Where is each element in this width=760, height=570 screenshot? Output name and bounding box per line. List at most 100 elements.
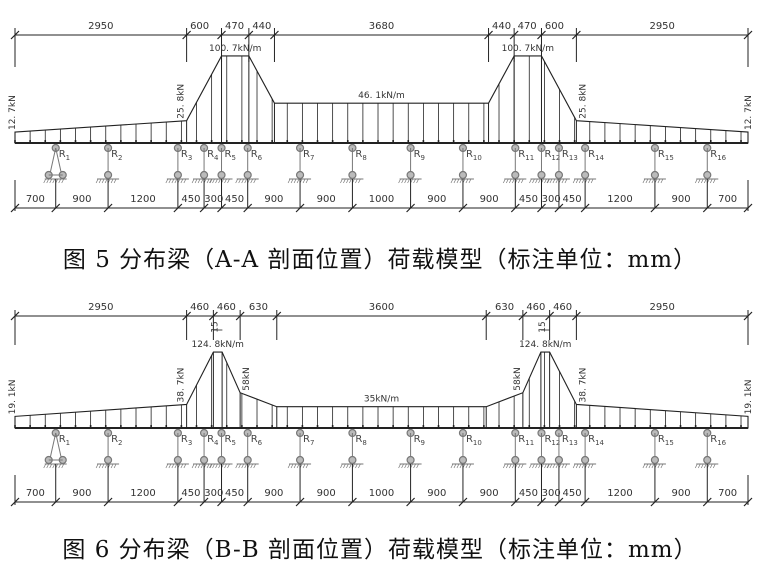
support-bottom-hinge — [511, 170, 520, 180]
ground-hatch — [244, 178, 248, 184]
ground-hatch — [302, 178, 306, 184]
ground-hatch — [648, 178, 652, 184]
support-label: R2 — [111, 149, 122, 162]
ground-hatch — [340, 178, 343, 184]
bottom-dimension-label: 300 — [204, 488, 223, 499]
ground-hatch — [191, 463, 195, 469]
top-dimension-label: 2950 — [649, 302, 674, 313]
bottom-dimension-label: 900 — [672, 488, 691, 499]
ground-hatch — [293, 463, 297, 469]
ground-hatch — [505, 178, 509, 184]
support-label: R2 — [111, 434, 122, 447]
dimension-tick — [580, 497, 590, 507]
ground-hatch — [416, 178, 419, 184]
bottom-dimension-label: 1200 — [130, 194, 155, 205]
dimension-tick — [537, 30, 546, 40]
ground-hatch — [358, 463, 361, 469]
load-value-label: 19. 1kN — [8, 380, 18, 415]
ground-hatch — [165, 178, 169, 184]
support-bottom-hinge — [581, 170, 590, 180]
dimension-tick — [217, 203, 226, 213]
support-bottom-hinge — [173, 170, 182, 180]
dimension-tick — [406, 203, 416, 213]
dimension-tick — [295, 203, 305, 213]
ground-hatch — [104, 178, 108, 184]
bottom-dimension-label: 1000 — [369, 488, 394, 499]
support-bottom-hinge — [537, 170, 546, 180]
ground-hatch — [49, 463, 53, 469]
ground-hatch — [546, 178, 550, 184]
ground-hatch — [555, 463, 559, 469]
support-label: R10 — [466, 149, 482, 162]
ground-hatch — [305, 463, 309, 469]
support-strut — [49, 432, 57, 461]
ground-hatch — [505, 463, 509, 469]
ground-hatch — [552, 463, 556, 469]
ground-hatch — [572, 463, 576, 469]
ground-hatch — [549, 463, 553, 469]
top-dimension-label: 2950 — [88, 302, 113, 313]
ground-hatch — [502, 463, 506, 469]
ground-hatch — [590, 463, 594, 469]
ground-hatch — [508, 178, 512, 184]
bottom-dimension-label: 1000 — [369, 194, 394, 205]
dimension-tick — [510, 497, 520, 507]
ground-hatch — [404, 463, 407, 469]
ground-hatch — [290, 463, 294, 469]
top-dimension-label: 460 — [190, 302, 209, 313]
top-dimension-label: 440 — [492, 21, 511, 32]
top-dimension-label: 460 — [553, 302, 572, 313]
small-dimension-label: 15 — [538, 321, 548, 332]
bottom-dimension-label: 450 — [562, 194, 581, 205]
support-bottom-hinge — [243, 170, 252, 180]
dimension-tick — [537, 203, 546, 213]
ground-hatch — [110, 178, 114, 184]
bottom-dimension-label: 700 — [718, 488, 737, 499]
support-bottom-hinge — [243, 455, 252, 465]
bottom-dimension-label: 700 — [26, 488, 45, 499]
ground-hatch — [165, 463, 169, 469]
ground-hatch — [215, 178, 218, 184]
dimension-tick — [406, 497, 416, 507]
top-dimension-label: 3600 — [369, 302, 394, 313]
bottom-dimension-label: 900 — [672, 194, 691, 205]
ground-hatch — [508, 463, 512, 469]
support-bottom-hinge — [554, 170, 564, 180]
dimension-tick — [295, 497, 305, 507]
ground-hatch — [648, 463, 652, 469]
ground-hatch — [657, 178, 661, 184]
bottom-dimension-label: 450 — [562, 488, 581, 499]
bottom-dimension-label: 900 — [264, 488, 283, 499]
dimension-tick — [481, 311, 491, 321]
dimension-tick — [510, 203, 520, 213]
ground-hatch — [253, 178, 257, 184]
dimension-tick — [199, 497, 209, 507]
dimension-tick — [743, 311, 753, 321]
support-bottom-hinge — [458, 170, 468, 180]
bottom-dimension-label: 900 — [72, 488, 91, 499]
ground-hatch — [58, 178, 62, 184]
top-dimension-label: 630 — [249, 302, 268, 313]
ground-hatch — [250, 178, 254, 184]
support-bottom-hinge — [217, 170, 226, 180]
support-label: R6 — [251, 149, 263, 162]
ground-hatch — [113, 463, 117, 469]
ground-hatch — [43, 463, 47, 469]
top-dimension-label: 630 — [495, 302, 514, 313]
ground-hatch — [349, 463, 352, 469]
support-bottom-hinge — [217, 455, 226, 465]
ground-hatch — [564, 463, 568, 469]
support-bottom-hinge — [511, 455, 520, 465]
ground-hatch — [535, 178, 538, 184]
load-value-label: 35kN/m — [364, 395, 399, 405]
bottom-dimension-label: 1200 — [607, 488, 632, 499]
support-label: R12 — [544, 149, 560, 162]
bottom-dimension-label: 900 — [480, 194, 499, 205]
ground-hatch — [450, 178, 454, 184]
ground-hatch — [287, 178, 291, 184]
ground-hatch — [581, 178, 585, 184]
ground-hatch — [645, 463, 649, 469]
dimension-tick — [10, 311, 20, 321]
